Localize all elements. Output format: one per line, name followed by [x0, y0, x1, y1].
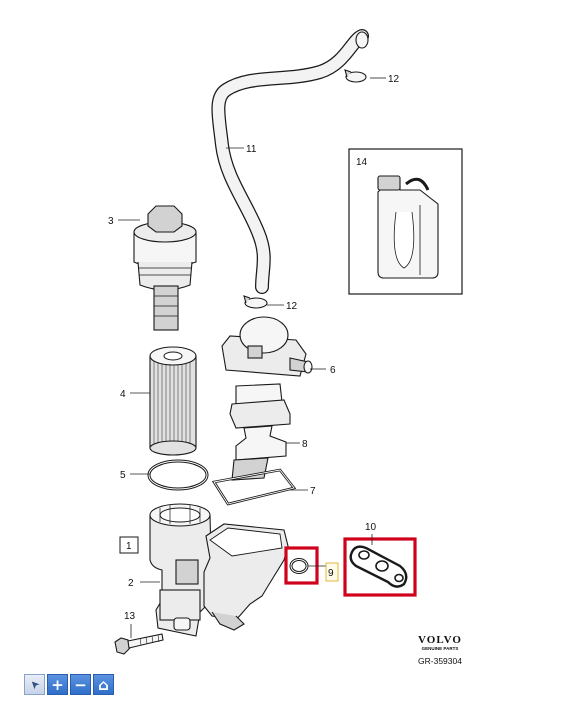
callout-6: 6 — [330, 365, 336, 376]
callout-4: 4 — [120, 389, 126, 400]
callout-3: 3 — [108, 216, 114, 227]
mounting-bolt — [114, 633, 164, 655]
highlight-box-part-9 — [284, 546, 319, 585]
callout-7: 7 — [310, 486, 316, 497]
gasket-part-10 — [349, 545, 408, 588]
brand-tagline: GENUINE PARTS — [421, 646, 459, 651]
oil-separator-insert — [229, 383, 291, 481]
highlight-box-part-10 — [343, 537, 417, 597]
plus-icon: + — [51, 675, 64, 694]
callout-5: 5 — [120, 470, 126, 481]
cursor-icon: ➤ — [26, 676, 43, 693]
callout-9: 9 — [328, 568, 334, 579]
oil-separator-cover — [221, 316, 313, 377]
callout-9-box — [325, 562, 339, 582]
callout-11: 11 — [246, 144, 257, 155]
zoom-out-button[interactable]: − — [70, 674, 91, 695]
engine-oil-bottle-panel — [348, 148, 463, 295]
home-icon: ⌂ — [98, 675, 109, 694]
callout-8: 8 — [302, 439, 308, 450]
callout-13: 13 — [124, 611, 136, 622]
callout-12-upper: 12 — [388, 74, 400, 85]
zoom-in-button[interactable]: + — [47, 674, 68, 695]
oil-separator-box — [173, 523, 289, 631]
callout-1: 1 — [126, 541, 132, 552]
home-button[interactable]: ⌂ — [93, 674, 114, 695]
sealing-ring-part-9 — [289, 558, 309, 574]
callout-12-lower: 12 — [286, 301, 298, 312]
pointer-button[interactable]: ➤ — [24, 674, 45, 695]
diagram-reference: GR-359304 — [418, 656, 462, 666]
callout-1-box — [119, 536, 139, 554]
oil-filter-element — [149, 346, 197, 456]
brand-logo: VOLVO — [418, 634, 462, 646]
oil-filter-cap — [133, 205, 197, 331]
minus-icon: − — [74, 675, 87, 694]
callout-10: 10 — [365, 522, 377, 533]
viewer-toolbar: ➤ + − ⌂ — [24, 674, 114, 695]
oil-filter-housing — [149, 503, 213, 637]
filter-o-ring — [147, 459, 209, 491]
callout-14: 14 — [356, 157, 368, 168]
breather-hose — [211, 29, 369, 294]
callout-2: 2 — [128, 578, 134, 589]
separator-gasket — [211, 468, 297, 506]
hose-clamp-lower — [243, 295, 268, 309]
hose-clamp-upper — [344, 69, 367, 83]
leader-lines — [118, 77, 386, 638]
